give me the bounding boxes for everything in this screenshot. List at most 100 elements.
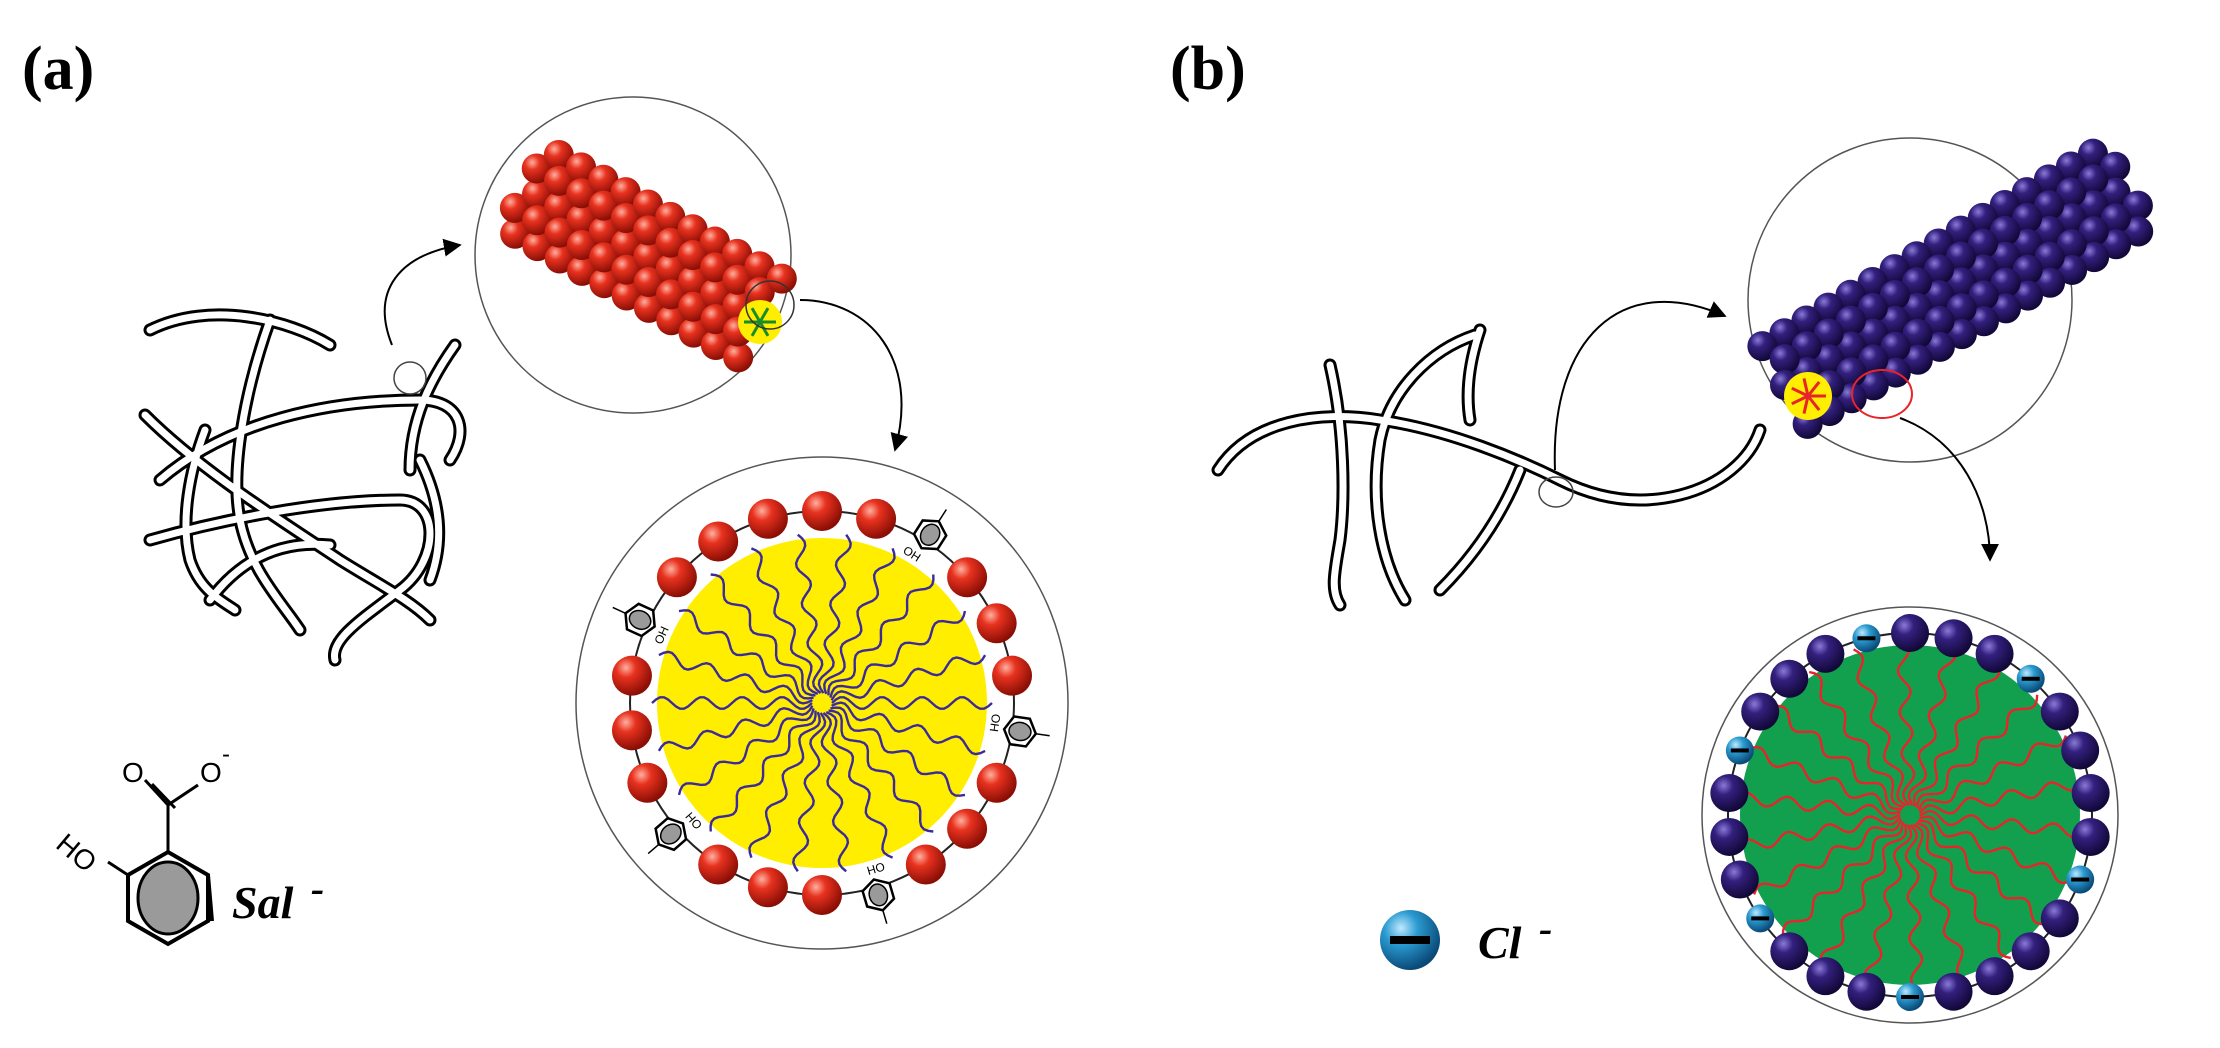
headgroup-ball xyxy=(2055,151,2086,182)
headgroup-ball xyxy=(1968,280,1999,311)
headgroup-ball xyxy=(655,201,686,232)
salicylate-counterion: OH xyxy=(861,859,896,924)
headgroup-ball xyxy=(723,342,754,373)
headgroup-ball xyxy=(1814,344,1845,375)
headgroup-ball xyxy=(2056,177,2087,208)
headgroup-ball xyxy=(678,317,709,348)
surfactant-tail xyxy=(678,609,814,700)
headgroup-ball xyxy=(1891,614,1929,652)
cylinder-end-tail xyxy=(1802,378,1810,397)
headgroup-ball xyxy=(1975,957,2014,996)
headgroup-ball xyxy=(2011,932,2050,971)
sal-carbonyl-o-text: O xyxy=(122,757,144,788)
headgroup-ball xyxy=(632,189,663,220)
headgroup-ball xyxy=(544,243,575,274)
headgroup-ball xyxy=(1747,331,1778,362)
micelle-core-green xyxy=(1740,645,2080,985)
chloride-label-text: Cl xyxy=(1478,917,1522,968)
headgroup-ball xyxy=(499,192,530,223)
headgroup-ball xyxy=(1813,318,1844,349)
surfactant-tail xyxy=(1819,823,1908,967)
headgroup-ball xyxy=(1857,292,1888,323)
headgroup-ball xyxy=(1857,266,1888,297)
headgroup-ball xyxy=(2123,216,2154,247)
headgroup-ball xyxy=(500,218,531,249)
headgroup-ball xyxy=(544,165,575,196)
surfactant-tail xyxy=(1918,781,2083,815)
headgroup-ball xyxy=(633,267,664,298)
headgroup-ring-b xyxy=(1710,614,2110,1011)
chloride-minus-mark xyxy=(1751,916,1770,921)
surfactant-tail xyxy=(794,533,824,695)
surfactant-tail xyxy=(657,705,814,752)
surfactant-tail xyxy=(658,650,813,705)
headgroup-ball xyxy=(1710,774,1749,813)
headgroup-ball xyxy=(2100,151,2131,182)
headgroup-ball xyxy=(744,251,775,282)
headgroup-ball xyxy=(976,603,1017,644)
headgroup-ball xyxy=(947,557,988,598)
headgroup-ball xyxy=(633,292,664,323)
surfactant-tail xyxy=(823,548,896,695)
surfactant-tail xyxy=(750,547,819,695)
headgroup-ball xyxy=(1836,331,1867,362)
headgroup-ball xyxy=(656,279,687,310)
headgroup-ball xyxy=(2078,216,2109,247)
headgroup-ball xyxy=(611,228,642,259)
headgroup-ball xyxy=(1934,619,1973,658)
headgroup-ball xyxy=(1858,370,1889,401)
headgroup-ball xyxy=(1741,692,1780,731)
headgroup-ball xyxy=(1901,241,1932,272)
headgroup-ball xyxy=(2034,190,2065,221)
panel-b-label: (b) xyxy=(1170,35,1246,103)
surfactant-tail xyxy=(1747,745,1902,815)
headgroup-ball xyxy=(2061,731,2100,770)
cylinder-end-tail xyxy=(1791,386,1809,398)
headgroup-ball xyxy=(802,491,842,531)
headgroup-ball xyxy=(544,191,575,222)
surfactant-tail xyxy=(709,710,817,832)
headgroup-ball xyxy=(1813,292,1844,323)
cross-section-marker-b xyxy=(1851,369,1913,419)
headgroup-ball xyxy=(1710,817,1749,856)
headgroup-ball xyxy=(2034,216,2065,247)
headgroup-ball xyxy=(700,330,731,361)
headgroup-ball xyxy=(1968,228,1999,259)
headgroup-ball xyxy=(747,867,788,908)
headgroup-ball xyxy=(2056,229,2087,260)
chloride-label: Cl - xyxy=(1478,909,1552,968)
headgroup-ball xyxy=(1989,189,2020,220)
headgroup-ball xyxy=(1879,254,1910,285)
cylindrical-micelle-red xyxy=(499,140,797,373)
surfactant-tail xyxy=(1737,815,1902,849)
panel-a-label: (a) xyxy=(22,35,95,103)
headgroup-ball xyxy=(2034,241,2065,272)
headgroup-ball xyxy=(2011,177,2042,208)
headgroup-ball xyxy=(1924,280,1955,311)
headgroup-ball xyxy=(2012,203,2043,234)
surfactant-tail xyxy=(829,610,967,698)
headgroup-ball xyxy=(1858,344,1889,375)
salicylate-counterion: OH xyxy=(612,602,672,646)
headgroup-ball xyxy=(610,177,641,208)
headgroup-ball xyxy=(2100,203,2131,234)
surfactant-tail xyxy=(1863,824,1913,986)
headgroup-ball xyxy=(1924,306,1955,337)
salicylate-oh-text: OH xyxy=(987,713,1003,733)
headgroup-ball xyxy=(589,268,620,299)
headgroup-ball xyxy=(656,305,687,336)
zoom-marker-circle-a xyxy=(393,361,427,395)
headgroup-ball xyxy=(700,252,731,283)
headgroup-ball xyxy=(1968,306,1999,337)
surfactant-tail xyxy=(820,711,850,873)
headgroup-ball xyxy=(611,655,652,696)
cylindrical-micelle-purple xyxy=(1747,138,2154,439)
headgroup-ball xyxy=(1880,305,1911,336)
salicylate-oh-text: OH xyxy=(865,859,886,878)
headgroup-ball xyxy=(1791,305,1822,336)
headgroup-ball xyxy=(698,844,739,885)
salicylate-label: Sal - xyxy=(232,869,324,926)
headgroup-ball xyxy=(2078,190,2109,221)
surfactant-tail xyxy=(748,711,821,858)
